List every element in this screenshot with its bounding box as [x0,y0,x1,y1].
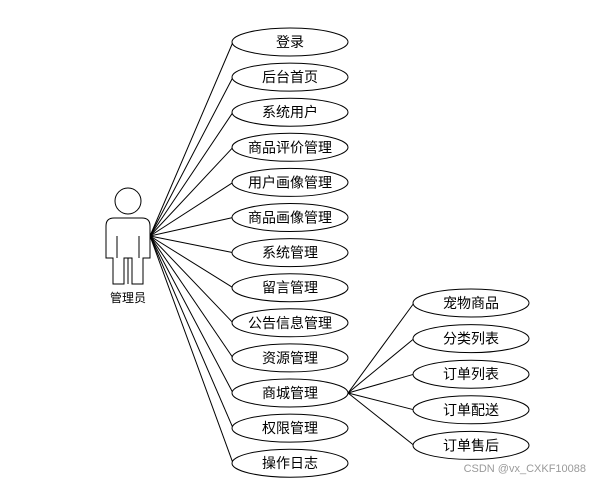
use-case: 操作日志 [231,448,349,478]
sub-use-case-ellipse [412,395,530,425]
actor-label: 管理员 [110,290,146,305]
association-line [149,235,234,324]
sub-use-case-ellipse [412,324,530,354]
use-case-label: 后台首页 [262,70,318,86]
use-case-ellipse [231,448,349,478]
sub-use-case-label: 订单售后 [443,438,499,454]
use-case-ellipse [231,62,349,92]
sub-use-case-label: 分类列表 [443,332,499,348]
use-case-label: 商品画像管理 [248,211,332,227]
sub-use-case-ellipse [412,359,530,389]
association-line [149,235,234,254]
association-line [149,235,234,394]
sub-use-case: 订单配送 [412,395,530,425]
use-case-label: 系统管理 [262,246,318,262]
use-case-ellipse [231,132,349,162]
use-case-ellipse [231,378,349,408]
actor-body-icon [105,217,151,285]
use-case: 资源管理 [231,343,349,373]
sub-use-case-label: 订单列表 [443,367,499,383]
sub-association-line [347,373,415,394]
sub-use-case-label: 订单配送 [443,403,499,419]
sub-use-case: 分类列表 [412,324,530,354]
use-case: 权限管理 [231,413,349,443]
use-case-label: 登录 [276,35,304,51]
sub-association-line [347,392,415,446]
association-line [149,235,234,289]
use-case-label: 权限管理 [262,421,318,437]
use-case-label: 用户画像管理 [248,174,332,191]
use-case-label: 商品评价管理 [248,140,332,156]
sub-association-line [347,338,415,394]
sub-use-case: 订单列表 [412,359,530,389]
use-case-label: 操作日志 [262,456,318,472]
sub-association-line [347,302,415,394]
sub-use-case-ellipse [412,288,530,318]
association-lines [149,41,415,464]
use-case: 用户画像管理 [231,167,349,197]
use-case-ellipse [231,343,349,373]
sub-association-line [347,392,415,411]
use-case: 商城管理 [231,378,349,408]
use-case: 公告信息管理 [231,308,349,338]
use-case-label: 商城管理 [262,386,318,402]
use-case-ellipse [231,413,349,443]
use-case-ellipse [231,167,349,197]
use-case-group: 登录后台首页系统用户商品评价管理用户画像管理商品画像管理系统管理留言管理公告信息… [231,27,349,478]
use-case: 留言管理 [231,273,349,303]
use-case: 登录 [231,27,349,57]
use-case-ellipse [231,273,349,303]
association-line [149,235,234,429]
use-case-ellipse [231,203,349,232]
use-case-label: 留言管理 [262,281,318,297]
association-line [149,41,234,237]
sub-use-case: 订单售后 [412,430,530,460]
association-line [149,181,234,237]
use-case: 系统用户 [231,97,349,127]
sub-use-case-label: 宠物商品 [443,296,499,312]
actor-head [114,187,142,215]
use-case: 后台首页 [231,62,349,92]
watermark: CSDN @vx_CXKF10088 [463,463,586,475]
use-case-ellipse [231,308,349,338]
use-case: 系统管理 [231,238,349,268]
use-case: 商品评价管理 [231,132,349,162]
use-case: 商品画像管理 [231,203,349,232]
use-case-ellipse [231,27,349,57]
use-case-label: 公告信息管理 [248,315,332,332]
actor-admin: 管理员 [105,187,151,305]
association-line [149,76,234,237]
use-case-label: 资源管理 [262,351,318,367]
use-case-label: 系统用户 [262,104,318,121]
use-case-ellipse [231,97,349,127]
association-line [149,235,234,359]
use-case-ellipse [231,238,349,268]
sub-use-case-ellipse [412,430,530,460]
association-line [149,111,234,237]
association-line [149,146,234,237]
sub-use-case: 宠物商品 [412,288,530,318]
association-line [149,217,234,237]
association-line [149,235,234,464]
